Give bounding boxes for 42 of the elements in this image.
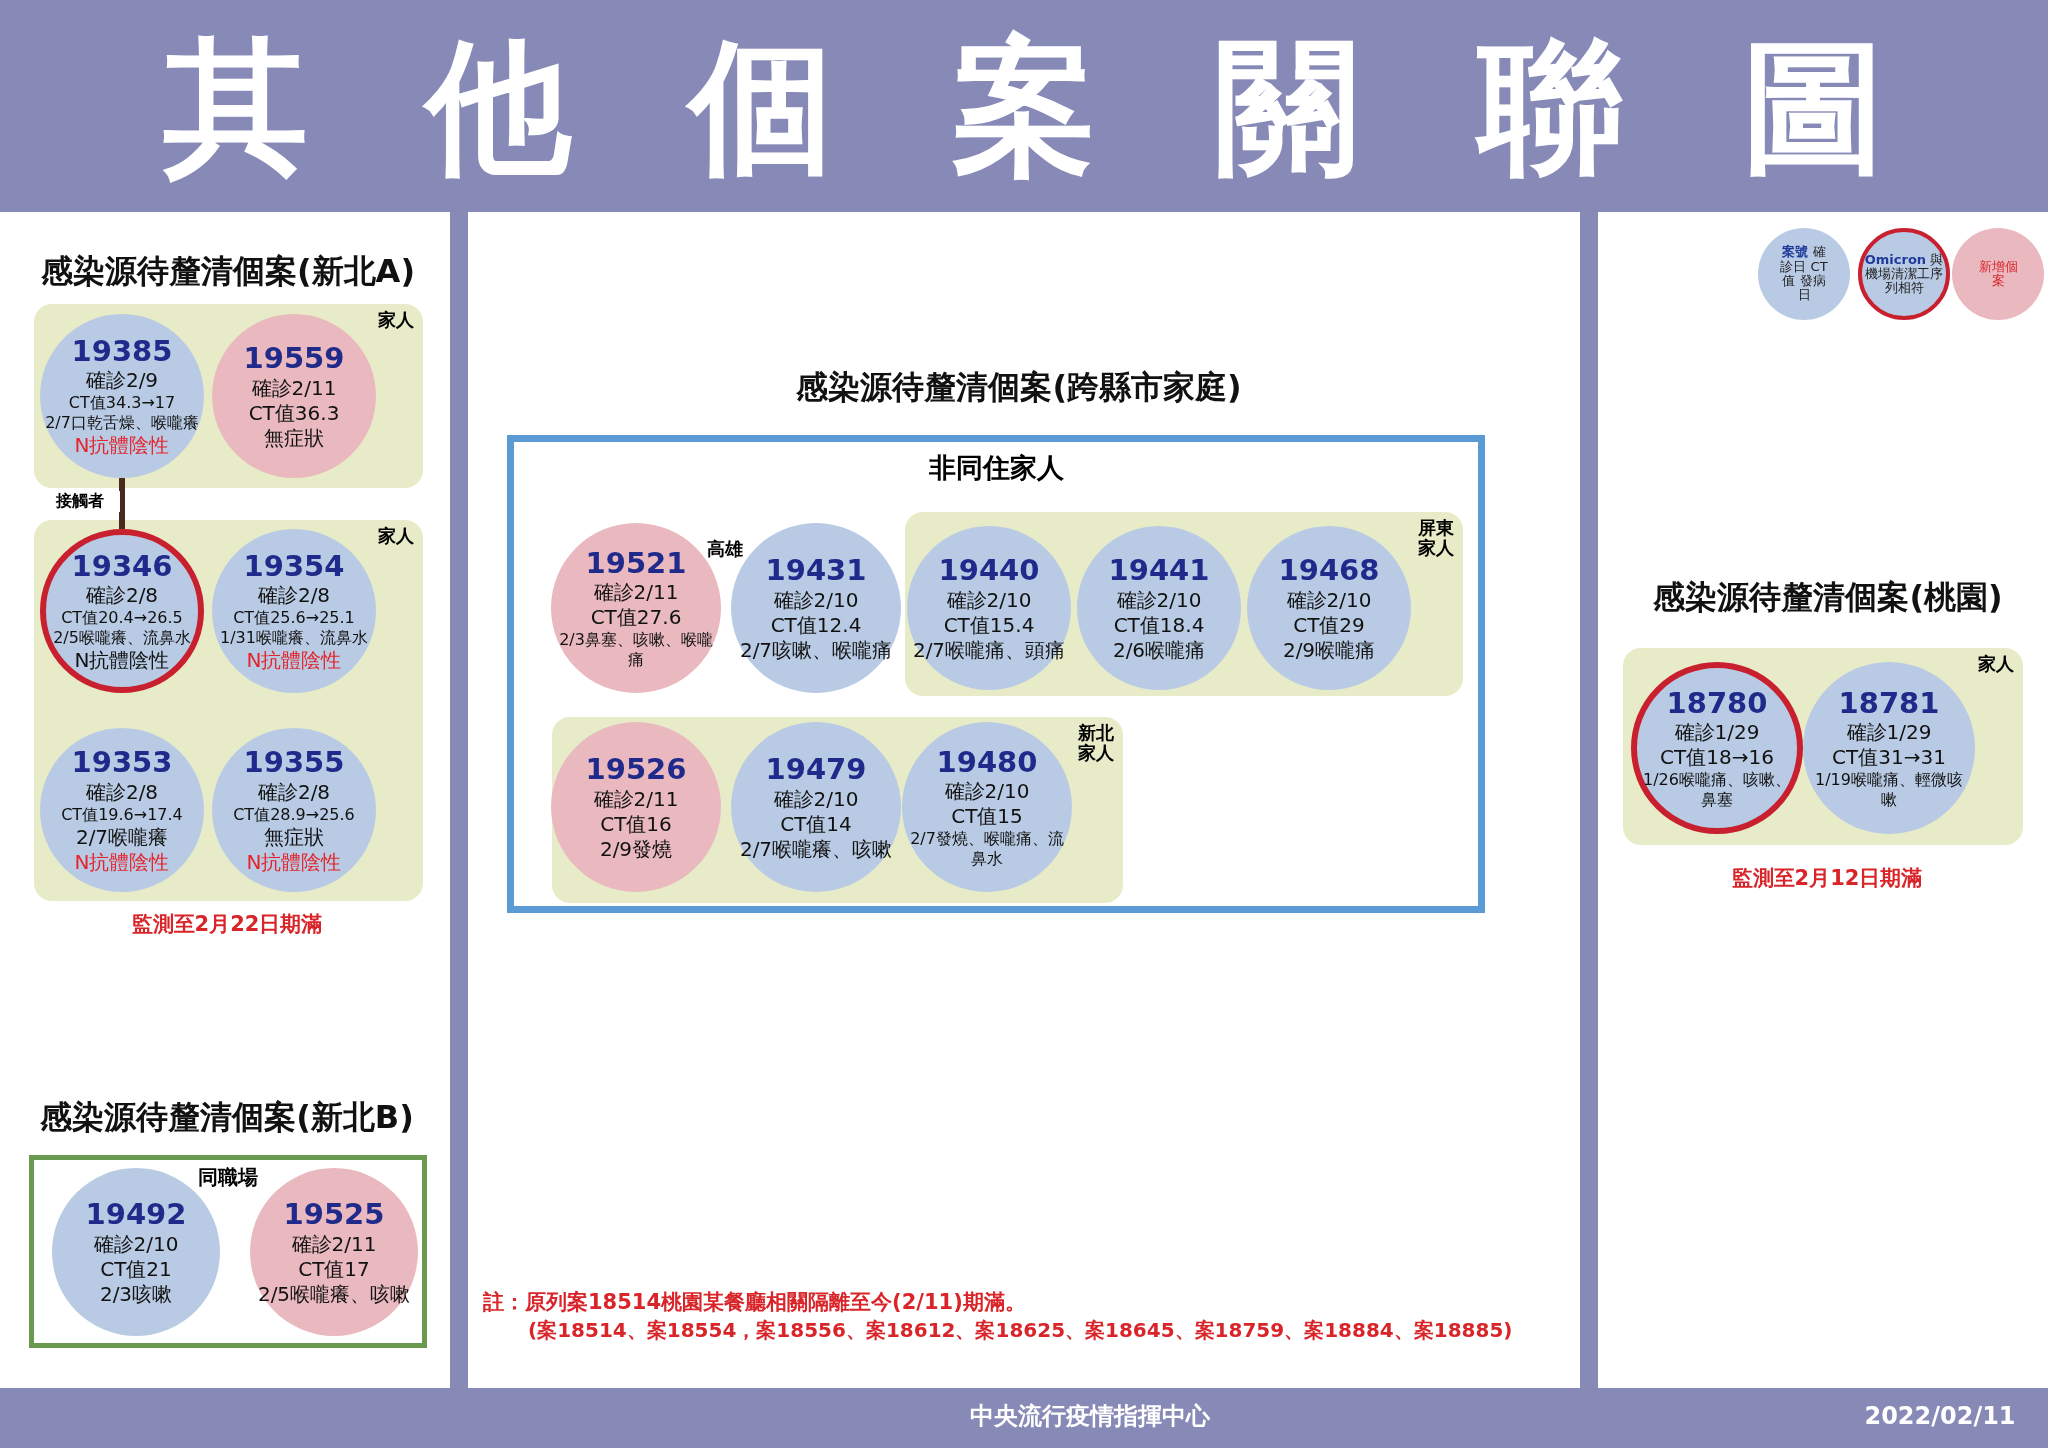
group-label: 新北家人 (1077, 723, 1115, 763)
group-label: 屏東家人 (1417, 518, 1455, 558)
section-title: 感染源待釐清個案(桃園) (1653, 578, 2003, 617)
note-text: 監測至2月12日期滿 (1731, 866, 1923, 892)
legend-circle: 新增個案 (1952, 228, 2044, 320)
group-panel (34, 304, 423, 488)
group-panel (34, 520, 423, 901)
group-panel (552, 717, 1123, 903)
note-text: (案18514、案18554，案18556、案18612、案18625、案18645、案18759、案18884、案18885) (528, 1318, 1513, 1342)
group-panel (905, 512, 1463, 696)
group-label: 非同住家人 (927, 451, 1065, 485)
note-text: 監測至2月22日期滿 (131, 912, 323, 938)
legend-circle: 案號 確診日 CT值 發病日 (1758, 228, 1850, 320)
group-frame (29, 1155, 427, 1348)
case-circle: 18781 確診1/29 CT值31→31 1/19喉嚨痛、輕微咳嗽 (1803, 662, 1975, 834)
note-text: 註：原列案18514桃園某餐廳相關隔離至今(2/11)期滿。 (483, 1290, 1026, 1316)
case-circle: 19355 確診2/8 CT值28.9→25.6 無症狀 N抗體陰性 (212, 728, 376, 892)
case-circle: 19480 確診2/10 CT值15 2/7發燒、喉嚨痛、流鼻水 (902, 722, 1072, 892)
legend-ring-circle: Omicron 與機場清潔工序列相符 (1858, 228, 1950, 320)
section-title: 感染源待釐清個案(跨縣市家庭) (796, 368, 1242, 407)
ringed-case-circle: 18780 確診1/29 CT值18→16 1/26喉嚨痛、咳嗽、鼻塞 (1631, 662, 1803, 834)
case-circle: 19354 確診2/8 CT值25.6→25.1 1/31喉嚨癢、流鼻水 N抗體陰性 (212, 529, 376, 693)
case-circle: 19468 確診2/10 CT值29 2/9喉嚨痛 (1247, 526, 1411, 690)
section-title: 感染源待釐清個案(新北A) (41, 252, 415, 291)
case-circle: 19441 確診2/10 CT值18.4 2/6喉嚨痛 (1077, 526, 1241, 690)
case-circle: 19479 確診2/10 CT值14 2/7喉嚨癢、咳嗽 (731, 722, 901, 892)
group-frame (507, 435, 1485, 913)
page-title: 其他個案關聯圖 (161, 22, 2005, 192)
footer-text: 中央流行疫情指揮中心 (970, 1402, 1210, 1431)
ringed-case-circle: 19346 確診2/8 CT值20.4→26.5 2/5喉嚨癢、流鼻水 N抗體陰性 (40, 529, 204, 693)
group-label: 家人 (377, 310, 415, 330)
case-circle: 19353 確診2/8 CT值19.6→17.4 2/7喉嚨癢 N抗體陰性 (40, 728, 204, 892)
group-label: 家人 (377, 526, 415, 546)
case-circle: 19559 確診2/11 CT值36.3 無症狀 (212, 314, 376, 478)
case-circle: 19440 確診2/10 CT值15.4 2/7喉嚨痛、頭痛 (907, 526, 1071, 690)
section-title: 感染源待釐清個案(新北B) (40, 1098, 414, 1137)
case-circle: 19385 確診2/9 CT值34.3→17 2/7口乾舌燥、喉嚨癢 N抗體陰性 (40, 314, 204, 478)
group-label: 家人 (1977, 654, 2015, 674)
case-circle: 19526 確診2/11 CT值16 2/9發燒 (551, 722, 721, 892)
connector-line (119, 478, 125, 529)
group-panel (1623, 648, 2023, 845)
date-text: 2022/02/11 (1864, 1402, 2016, 1431)
